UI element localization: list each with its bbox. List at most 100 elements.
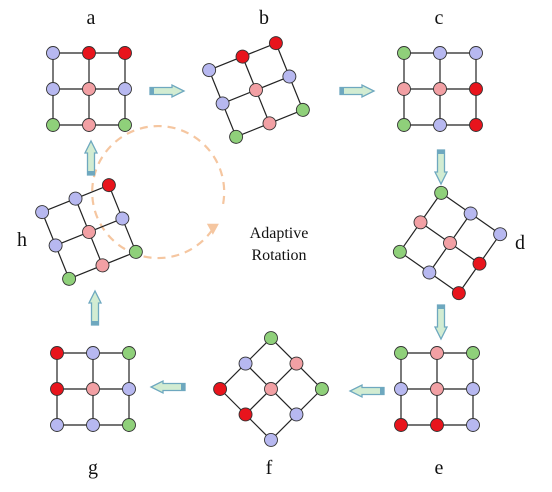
node-green <box>122 418 136 432</box>
node-lavender <box>463 206 478 221</box>
grid-f <box>213 331 329 447</box>
node-red <box>469 82 483 96</box>
grid-panels: a b c d e f gh <box>17 7 525 479</box>
node-green <box>434 185 449 200</box>
transition-arrow-b-c <box>339 83 376 99</box>
panel-a: a <box>46 7 132 132</box>
node-green <box>122 346 136 360</box>
arrow-shape <box>339 83 376 99</box>
node-lavender <box>68 191 83 206</box>
node-lavender <box>50 418 64 432</box>
arrow-shape <box>87 289 103 326</box>
node-lavender <box>118 82 132 96</box>
node-lavender <box>202 63 217 78</box>
node-lavender <box>493 227 508 242</box>
node-green <box>397 46 411 60</box>
transition-arrow-c-d <box>433 149 449 186</box>
grid-g <box>50 346 136 432</box>
panel-h: h <box>17 178 143 286</box>
arrow-shape <box>433 304 449 341</box>
node-red <box>268 36 283 51</box>
node-red <box>50 382 64 396</box>
node-pink <box>82 82 96 96</box>
grid-h <box>35 178 143 286</box>
node-green <box>229 129 244 144</box>
node-pink <box>433 82 447 96</box>
panel-f: f <box>213 331 329 479</box>
arrow-tail-mark <box>437 305 445 309</box>
node-green <box>392 244 407 259</box>
node-green <box>314 382 329 396</box>
node-red <box>472 256 487 271</box>
panel-label-c: c <box>435 7 444 29</box>
node-lavender <box>394 382 408 396</box>
node-pink <box>262 116 277 131</box>
node-green <box>118 118 132 132</box>
grid-a <box>46 46 132 132</box>
node-red <box>235 49 250 64</box>
arrow-tail-mark <box>150 87 154 95</box>
node-green <box>62 271 77 286</box>
node-green <box>394 346 408 360</box>
grid-c <box>397 46 483 132</box>
node-pink <box>430 346 444 360</box>
node-lavender <box>466 382 480 396</box>
node-lavender <box>215 96 230 111</box>
grid-d <box>392 185 508 301</box>
panel-d: d <box>392 185 525 301</box>
node-lavender <box>466 418 480 432</box>
arrow-tail-mark <box>91 321 99 325</box>
rotation-cycle-arrowhead <box>206 223 219 235</box>
node-lavender <box>46 46 60 60</box>
node-lavender <box>433 46 447 60</box>
node-red <box>213 382 228 396</box>
node-lavender <box>289 407 304 422</box>
panel-label-e: e <box>435 457 444 479</box>
node-pink <box>249 83 263 97</box>
panel-label-f: f <box>266 457 273 479</box>
transition-arrow-a-b <box>149 83 186 99</box>
node-red <box>50 346 64 360</box>
node-red <box>118 46 132 60</box>
arrow-tail-mark <box>380 387 384 395</box>
node-red <box>469 118 483 132</box>
node-pink <box>95 258 110 273</box>
node-green <box>264 331 278 346</box>
node-lavender <box>264 432 278 447</box>
node-pink <box>397 82 411 96</box>
node-red <box>101 178 116 193</box>
transition-arrow-d-e <box>433 304 449 341</box>
panel-label-d: d <box>515 232 525 254</box>
arrow-shape <box>149 379 186 395</box>
node-lavender <box>238 356 253 371</box>
node-green <box>295 102 310 117</box>
arrow-tail-mark <box>87 171 95 175</box>
arrow-tail-mark <box>340 87 344 95</box>
arrow-tail-mark <box>437 150 445 154</box>
node-red <box>451 286 466 301</box>
node-pink <box>443 236 457 250</box>
node-red <box>394 418 408 432</box>
arrow-shape <box>348 383 385 399</box>
node-pink <box>86 382 100 396</box>
node-pink <box>413 215 428 230</box>
arrow-shape <box>149 83 186 99</box>
node-lavender <box>86 418 100 432</box>
panel-label-a: a <box>87 7 96 29</box>
node-lavender <box>48 238 63 253</box>
node-lavender <box>122 382 136 396</box>
center-label-line2: Rotation <box>251 247 306 264</box>
grid-e <box>394 346 480 432</box>
transition-arrow-e-f <box>348 383 385 399</box>
node-lavender <box>469 46 483 60</box>
node-pink <box>430 382 444 396</box>
panel-e: e <box>394 346 480 479</box>
node-lavender <box>46 82 60 96</box>
panel-g: g <box>50 346 136 479</box>
transition-arrow-h-a <box>83 139 99 176</box>
node-pink <box>289 356 304 371</box>
node-green <box>46 118 60 132</box>
panel-b: b <box>202 7 310 144</box>
node-red <box>430 418 444 432</box>
